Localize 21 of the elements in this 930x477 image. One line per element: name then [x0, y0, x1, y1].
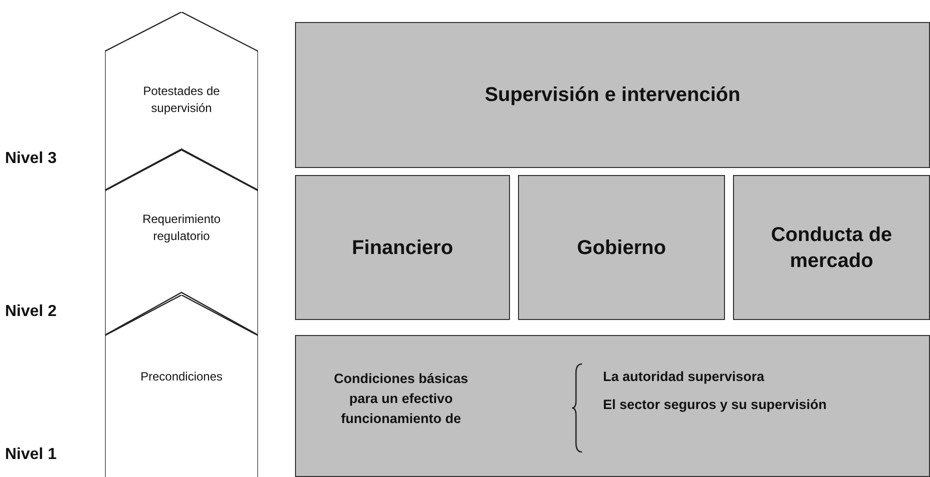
- level-number: Nivel 3: [5, 150, 57, 168]
- list-item: La autoridad supervisora: [603, 369, 764, 384]
- category-box: [295, 175, 510, 320]
- list-item: El sector seguros y su supervisión: [603, 397, 827, 412]
- category-title: Gobierno: [577, 236, 666, 260]
- chevron-shape: [105, 295, 258, 477]
- level-number: Nivel 1: [5, 446, 57, 464]
- level-label: Precondiciones: [139, 368, 224, 386]
- category-title: Financiero: [352, 236, 454, 260]
- category-box: [295, 22, 930, 168]
- level-label: Potestades de supervisión: [142, 83, 221, 117]
- description-text: Condiciones básicas para un efectivo funcionamiento de: [332, 370, 470, 428]
- category-title: Conducta de mercado: [770, 222, 894, 274]
- chevron-shape: [105, 12, 258, 190]
- category-box: [518, 175, 725, 320]
- level-label: Requerimiento regulatorio: [141, 211, 222, 245]
- chevron-shape: [105, 150, 258, 335]
- category-box: [295, 335, 930, 477]
- category-title: Supervisión e intervención: [484, 83, 740, 108]
- category-box: [733, 175, 930, 320]
- level-number: Nivel 2: [5, 303, 57, 321]
